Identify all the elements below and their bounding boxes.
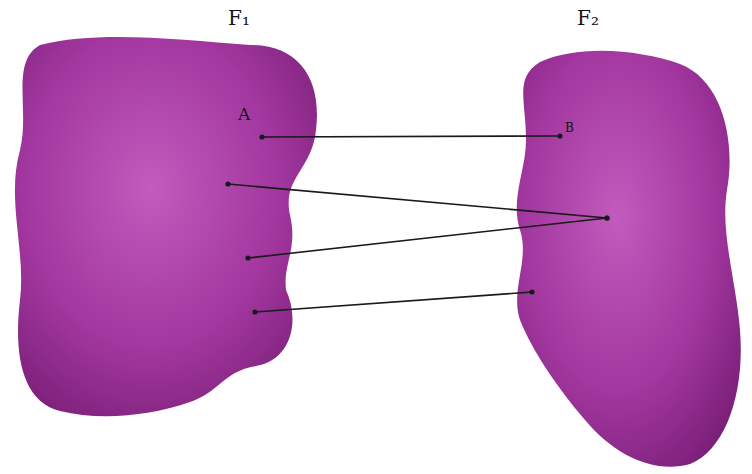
blob-shape: [0, 0, 330, 430]
set-blob: F₂: [505, 0, 752, 474]
set-name: F₂: [577, 6, 599, 30]
element-dot: [245, 255, 250, 260]
element-dot: [529, 289, 534, 294]
blob-shape: [505, 0, 752, 474]
element-dot: [225, 181, 230, 186]
element-dot: [259, 134, 264, 139]
element-dot: [557, 133, 562, 138]
mapping-line: [255, 292, 532, 312]
point-label: B: [565, 121, 574, 135]
element-dot: [604, 215, 609, 220]
set-name: F₁: [228, 6, 250, 30]
mapping-line: [262, 136, 560, 137]
blob-outline: [15, 37, 317, 416]
blob-outline: [517, 51, 741, 467]
mapping-line: [228, 184, 607, 218]
mapping-line: [248, 218, 607, 258]
point-label: A: [238, 104, 250, 124]
set-blob: F₁: [0, 0, 330, 430]
element-dot: [252, 309, 257, 314]
element-dot: [604, 215, 609, 220]
